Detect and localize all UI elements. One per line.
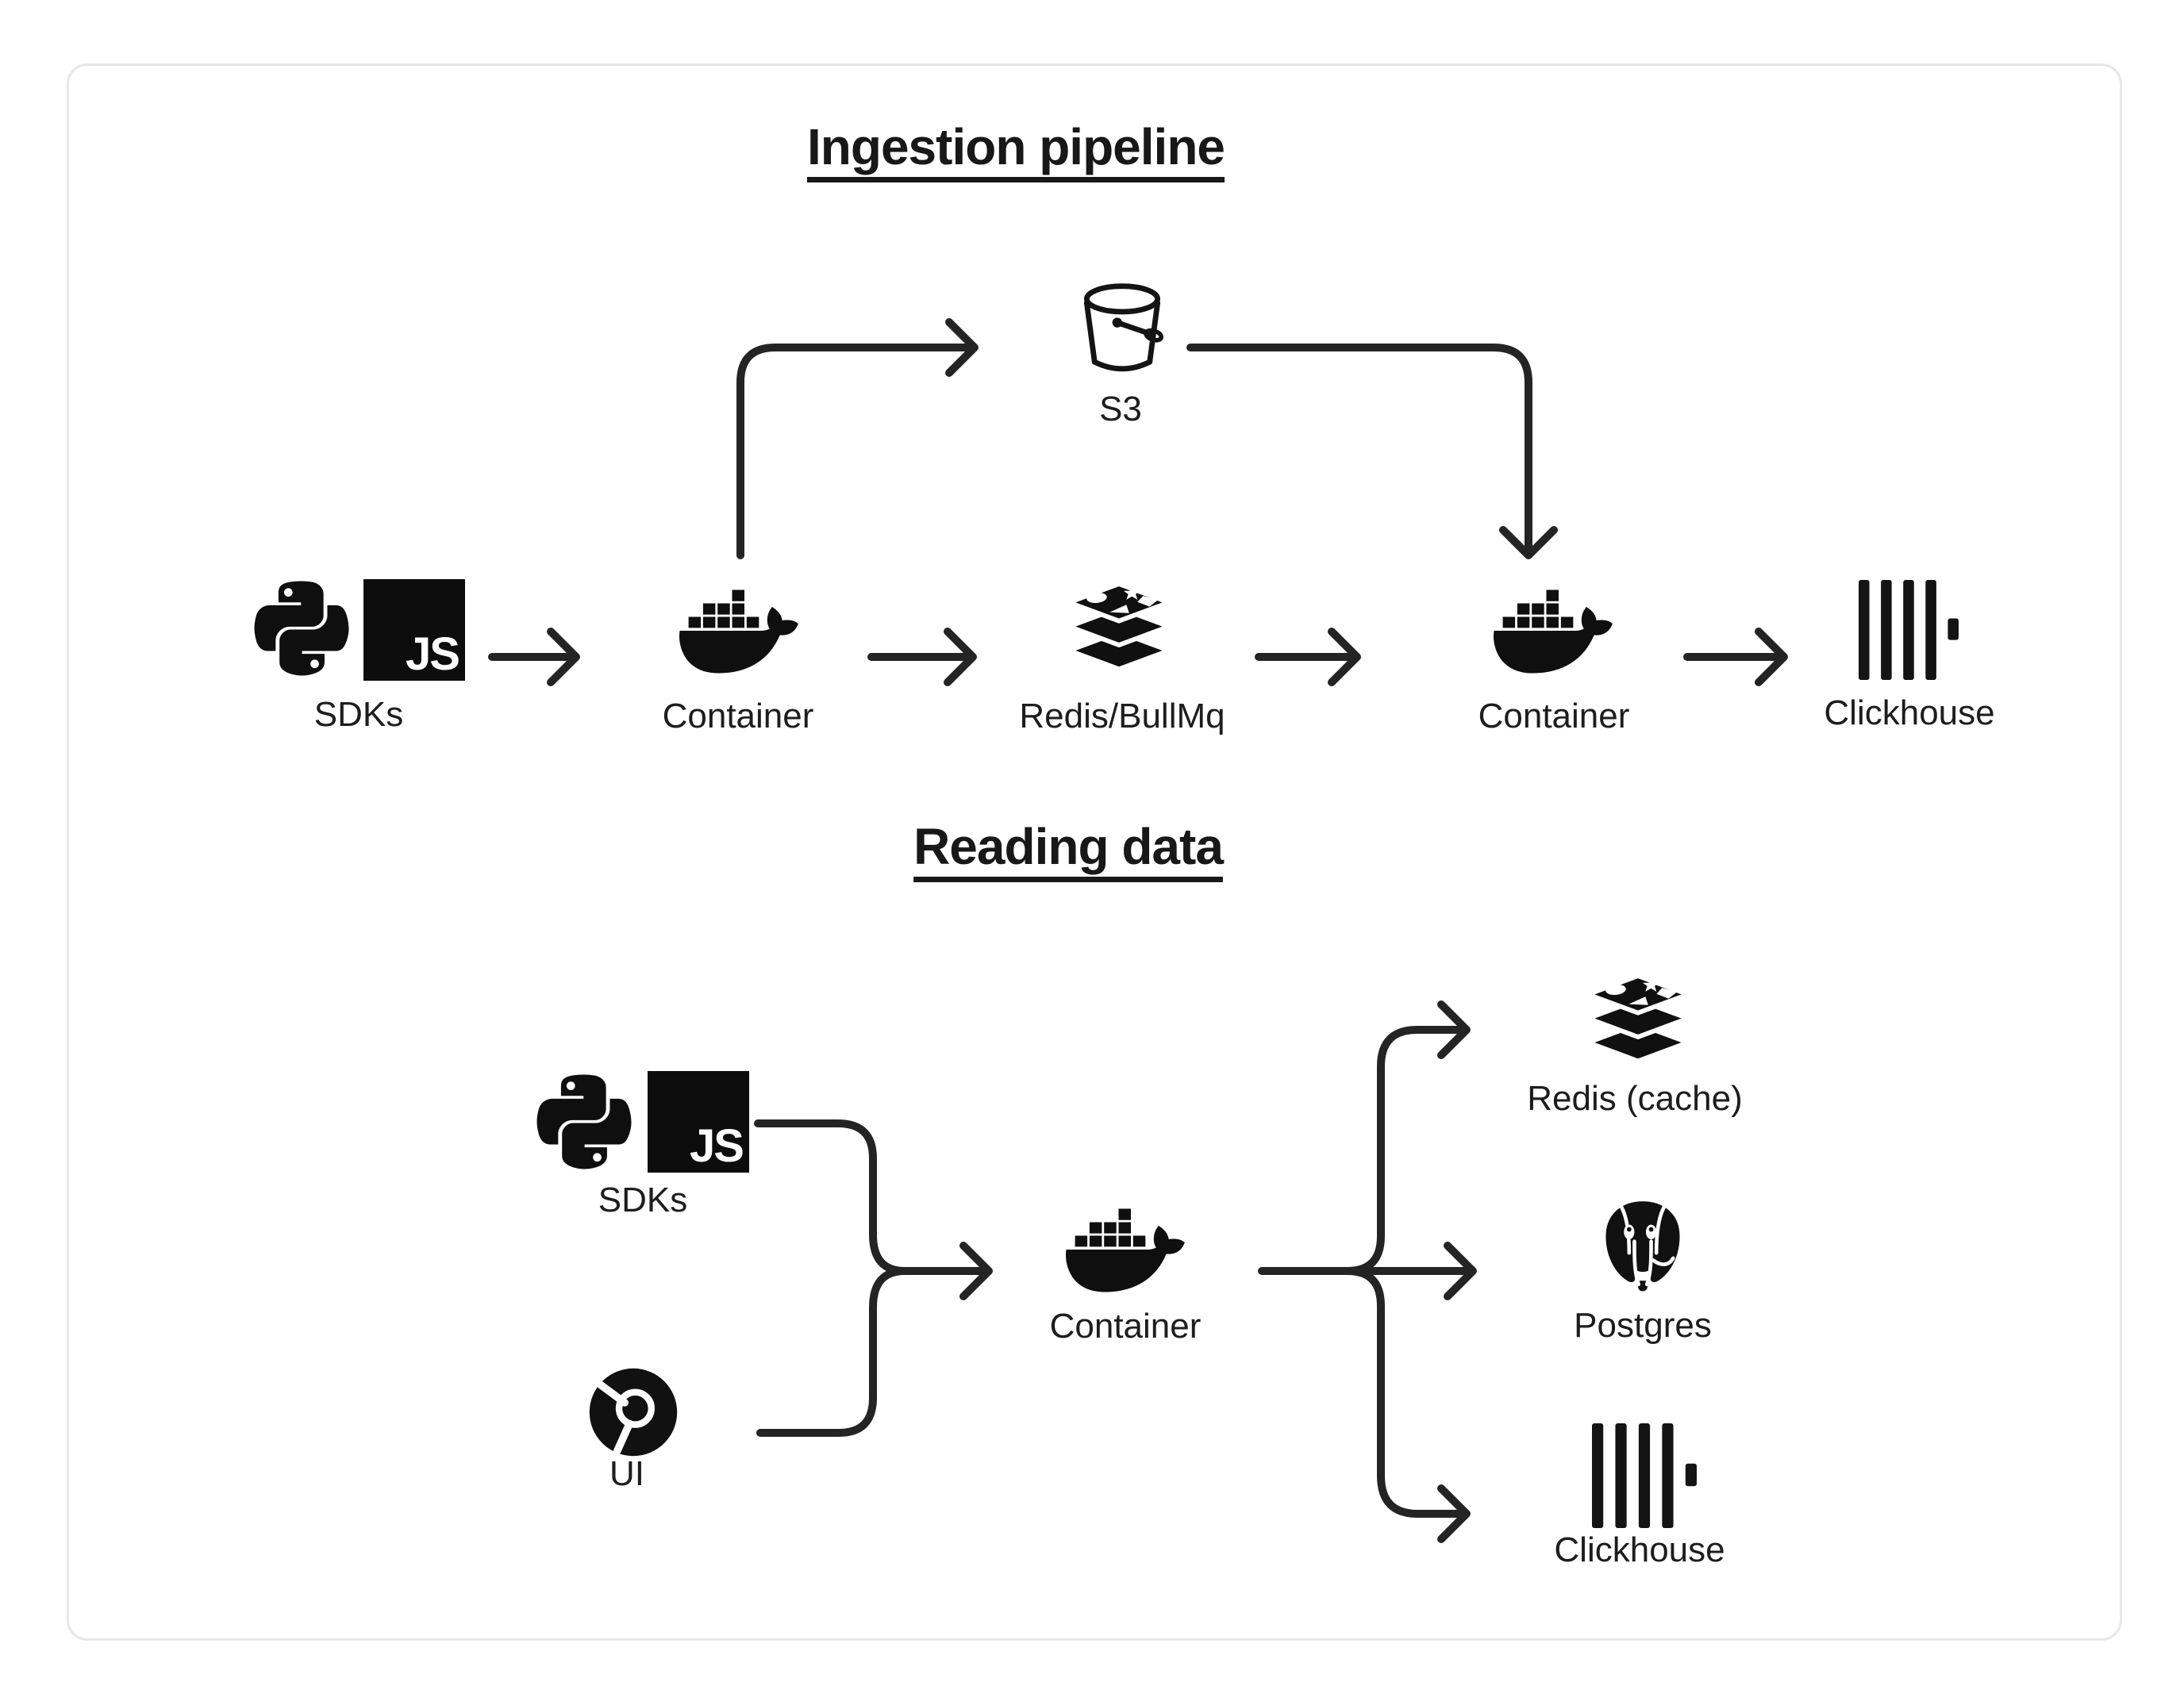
edge-reading-ui-merge [756,1267,909,1437]
ingestion-clickhouse-label: Clickhouse [1824,693,1995,732]
edge-merge-to-container [901,1242,993,1300]
diagram-card [67,63,2122,1641]
javascript-icon-text: JS [406,628,460,680]
s3-bucket-icon [1083,283,1164,372]
reading-container-label: Container [1049,1307,1202,1346]
reading-postgres-label: Postgres [1574,1306,1712,1345]
chrome-icon [589,1368,678,1457]
reading-sdks-label: SDKs [598,1181,688,1219]
postgres-icon [1601,1197,1684,1295]
javascript-icon-text: JS [690,1119,744,1172]
ingestion-container-worker-label: Container [1478,697,1630,735]
reading-ui-label: UI [609,1454,644,1493]
python-icon [254,581,349,676]
docker-icon [679,589,798,674]
ingestion-container-in-label: Container [662,697,814,735]
edge-container-to-redis-cache [1344,1000,1471,1275]
redis-icon [1586,973,1690,1064]
ingestion-section-title: Ingestion pipeline [806,118,1225,175]
reading-section-title: Reading data [913,818,1224,875]
edge-redisq-in [867,628,977,686]
edge-reading-sdks-merge [754,1119,909,1275]
s3-label: S3 [1099,390,1142,428]
javascript-icon: JS [648,1071,749,1173]
edge-container-to-postgres [1344,1242,1477,1300]
clickhouse-icon [1859,580,1959,680]
reading-clickhouse-label: Clickhouse [1554,1530,1725,1569]
clickhouse-icon [1592,1423,1697,1528]
edge-redisq-out [1255,628,1361,686]
reading-redis-cache-label: Redis (cache) [1527,1079,1743,1118]
edge-sdks-to-container [488,628,580,686]
ingestion-sdks-label: SDKs [313,695,404,734]
ingestion-queue-label: Redis/BullMq [1019,697,1225,735]
edge-container-to-s3 [736,318,979,559]
edge-s3-to-container [1186,344,1558,559]
javascript-icon: JS [363,579,465,681]
edge-container-to-clickhouse [1683,628,1788,686]
edge-container-to-clickhouse2 [1344,1267,1471,1543]
python-icon [536,1074,632,1169]
redis-icon [1067,582,1171,672]
docker-icon [1494,589,1613,674]
docker-icon [1065,1208,1185,1292]
